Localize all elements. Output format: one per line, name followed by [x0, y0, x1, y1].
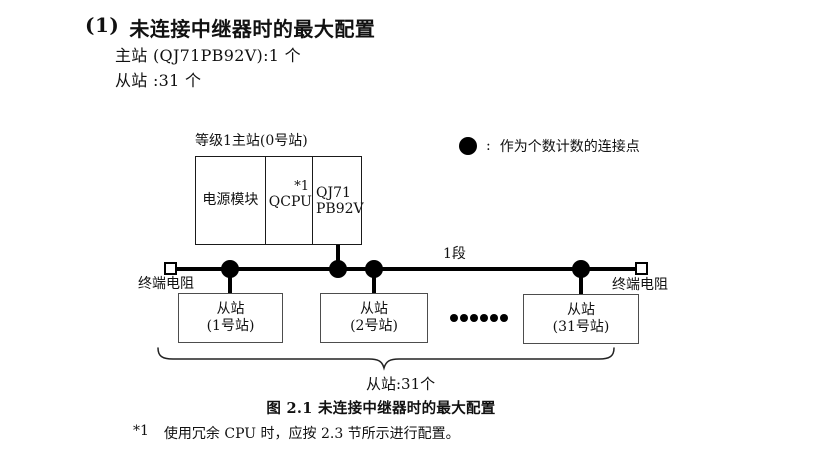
section-heading: (1) 未连接中继器时的最大配置	[85, 13, 375, 42]
slave2-station: (2号站)	[350, 318, 398, 334]
segment-label: 1段	[443, 246, 466, 262]
slave31-drop-line	[579, 269, 583, 295]
terminator-left-label: 终端电阻	[138, 276, 194, 292]
connection-point-icon	[459, 137, 477, 155]
slave31-station: (31号站)	[552, 319, 610, 335]
power-module-cell: 电源模块	[196, 157, 265, 244]
terminator-left-icon	[164, 262, 177, 275]
power-module-text: 电源模块	[202, 192, 259, 209]
slave-count-line: 从站 :31 个	[115, 71, 202, 90]
section-number: (1)	[85, 13, 120, 37]
qj71-text-line2: PB92V	[316, 200, 364, 217]
slave2-name: 从站	[360, 301, 388, 317]
qj71-text-line1: QJ71	[316, 184, 351, 201]
slave1-box: 从站 (1号站)	[178, 293, 283, 343]
ellipsis-dots	[450, 314, 508, 322]
qcpu-cell: *1 QCPU	[264, 157, 312, 244]
section-title: 未连接中继器时的最大配置	[129, 17, 376, 41]
slave1-name: 从站	[216, 301, 245, 317]
qcpu-text: QCPU	[268, 194, 312, 210]
footnote-marker: *1	[133, 423, 149, 439]
slave1-drop-line	[228, 269, 232, 294]
footnote: *1 使用冗余 CPU 时，应按 2.3 节所示进行配置。	[133, 423, 460, 443]
connection-dot-master	[329, 260, 347, 278]
terminator-right-icon	[635, 262, 648, 275]
master-station-label: 等级1主站(0号站)	[195, 133, 308, 149]
footnote-ref: *1	[294, 179, 309, 194]
footnote-text: 使用冗余 CPU 时，应按 2.3 节所示进行配置。	[163, 426, 460, 442]
legend-text: 作为个数计数的连接点	[499, 139, 640, 155]
terminator-right-label: 终端电阻	[612, 277, 668, 293]
figure-caption: 图 2.1 未连接中继器时的最大配置	[266, 400, 496, 417]
brace	[157, 347, 615, 371]
slave2-box: 从站 (2号站)	[320, 293, 428, 343]
slave2-drop-line	[372, 269, 376, 294]
legend: : 作为个数计数的连接点	[459, 136, 640, 156]
brace-label: 从站:31个	[366, 375, 436, 393]
legend-colon: :	[486, 138, 491, 154]
master-station-box: 电源模块 *1 QCPU QJ71 PB92V	[195, 156, 364, 245]
master-count-line: 主站 (QJ71PB92V):1 个	[115, 46, 301, 65]
slave1-station: (1号站)	[206, 318, 255, 334]
slave31-name: 从站	[567, 302, 595, 318]
qj71pb92v-cell: QJ71 PB92V	[312, 157, 364, 244]
master-drop-line	[336, 245, 340, 269]
slave31-box: 从站 (31号站)	[523, 294, 639, 344]
bus-line	[177, 267, 636, 271]
